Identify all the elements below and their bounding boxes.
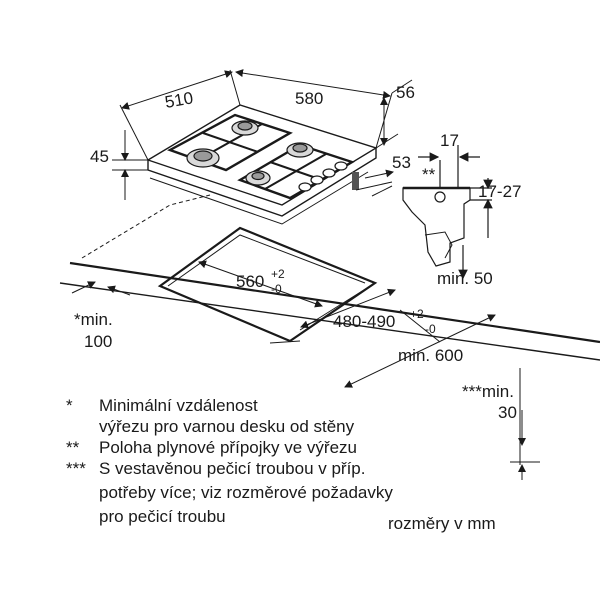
dim-45: 45 (90, 147, 109, 166)
dim-53: 53 (392, 153, 411, 172)
dim-17-27: 17-27 (478, 182, 521, 201)
note-2-marker: ** (66, 438, 80, 457)
dim-min-50: min. 50 (437, 269, 493, 288)
hob-front-edge (147, 148, 377, 217)
control-knobs (298, 161, 348, 192)
dim-510: 510 (163, 88, 194, 112)
dim-min-100-label: *min. (74, 310, 113, 329)
hob-front-bottom (149, 171, 369, 225)
dim-480-plus: +2 (410, 307, 424, 321)
note-1-marker: * (66, 396, 73, 415)
dim-560-minus: -0 (271, 282, 282, 296)
dim-17: 17 (440, 131, 459, 150)
dim-min-600: min. 600 (398, 346, 463, 365)
knob-3 (322, 168, 336, 178)
worktop-front-edge (59, 282, 600, 361)
dim-480-minus: -0 (425, 322, 436, 336)
gas-connector (352, 172, 359, 190)
dim-min-100-value: 100 (84, 332, 112, 351)
knob-2 (310, 175, 324, 185)
connector-symbol (434, 191, 446, 203)
worktop (59, 226, 600, 361)
note-1-line-1: Minimální vzdálenost (99, 396, 258, 415)
dim-56: 56 (396, 83, 415, 102)
knob-4 (334, 161, 348, 171)
dim-560-plus: +2 (271, 267, 285, 281)
note-3-line-3: pro pečicí troubu (99, 507, 226, 526)
note-3-line-2: potřeby více; viz rozměrové požadavky (99, 483, 393, 502)
note-3-marker: *** (66, 459, 86, 478)
dim-star2: ** (422, 165, 436, 184)
note-2-line-1: Poloha plynové přípojky ve výřezu (99, 438, 357, 457)
pan-support-right (237, 143, 355, 200)
connector-side-detail (402, 145, 493, 280)
note-1-line-2: výřezu pro varnou desku od stěny (99, 417, 355, 436)
footnotes: * Minimální vzdálenost výřezu pro varnou… (66, 396, 393, 526)
units-label: rozměry v mm (388, 514, 496, 533)
dim-480-490: 480-490 (333, 312, 395, 331)
dim-min-30-value: 30 (498, 403, 517, 422)
dim-560: 560 (236, 272, 264, 291)
note-3-line-1: S vestavěnou pečicí troubou v příp. (99, 459, 366, 478)
knob-1 (298, 182, 312, 192)
dim-min-30-label: ***min. (462, 382, 514, 401)
burners (186, 120, 314, 186)
dim-580: 580 (295, 89, 323, 108)
